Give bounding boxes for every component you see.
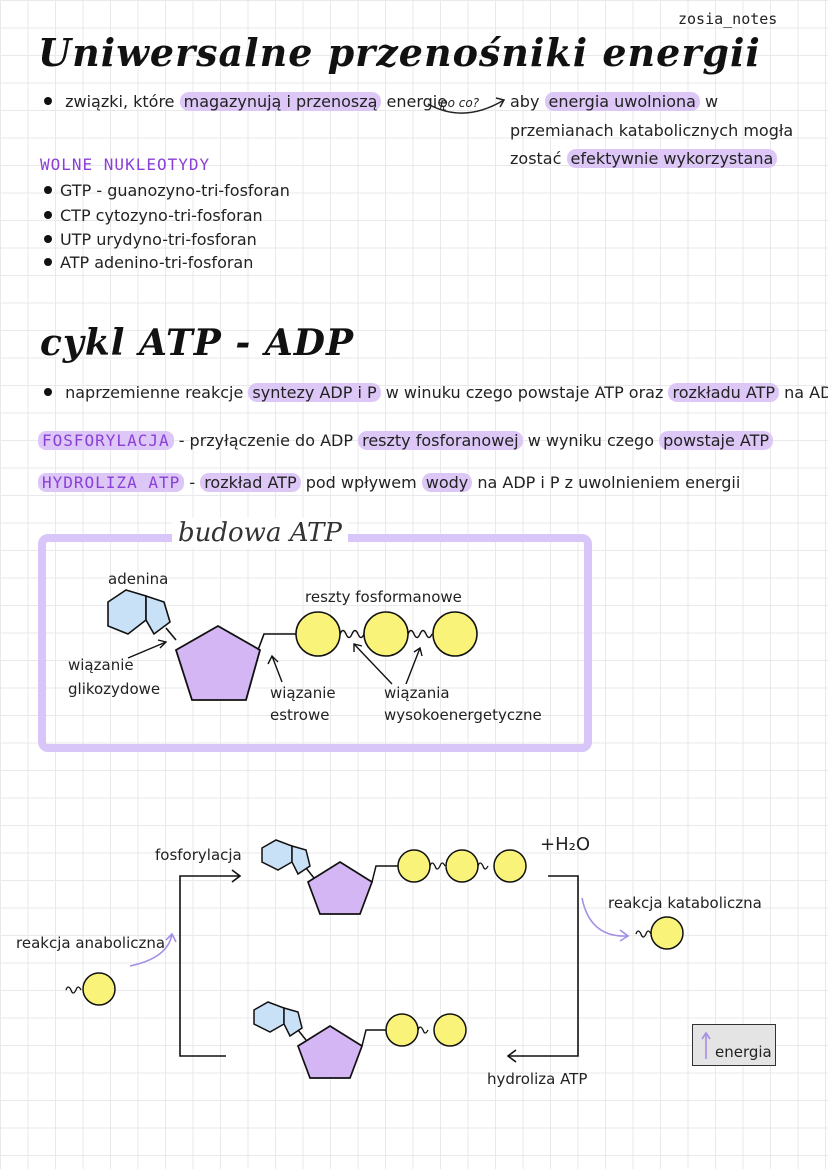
hydroliza-term: HYDROLIZA ATP xyxy=(38,473,185,492)
cycle-text-1: naprzemienne reakcje xyxy=(65,383,244,402)
estrowe-label-1: wiązanie xyxy=(270,684,336,702)
cycle-adp-ribose xyxy=(296,1024,364,1079)
wysoko-label-2: wysokoenergetyczne xyxy=(384,706,542,724)
fosforylacja-text-1: - przyłączenie do ADP xyxy=(178,431,353,450)
intro-right-line-1: aby energia uwolniona w xyxy=(510,92,718,111)
fosforylacja-term: FOSFORYLACJA xyxy=(38,431,174,450)
katabolic-phosphate xyxy=(650,916,684,950)
nucleotide-item: UTP urydyno-tri-fosforan xyxy=(44,230,257,249)
hydroliza-text-1: pod wpływem xyxy=(305,473,417,492)
cycle-fosforylacja-label: fosforylacja xyxy=(155,846,242,864)
intro-right-post-1: w xyxy=(705,92,719,111)
adenina-label: adenina xyxy=(108,570,169,588)
cycle-atp-adenine xyxy=(261,839,293,871)
cycle-atp-adenine-ring xyxy=(291,845,311,876)
cycle-highlight-2: rozkładu ATP xyxy=(668,383,780,402)
intro-highlight: magazynują i przenoszą xyxy=(179,92,382,111)
po-co-note: po co? xyxy=(440,96,480,110)
cycle-text-2: w winuku czego powstaje ATP oraz xyxy=(385,383,664,402)
cycle-text-3: na ADP i P xyxy=(784,383,828,402)
atp-structure-title: budowa ATP xyxy=(172,518,348,548)
intro-right-pre: aby xyxy=(510,92,540,111)
po-co-arrow-icon xyxy=(427,97,506,114)
cycle-bullet: naprzemienne reakcje syntezy ADP i P w w… xyxy=(44,383,828,402)
cycle-adp-phosphate-1 xyxy=(385,1013,419,1047)
fosforylacja-definition: FOSFORYLACJA - przyłączenie do ADP reszt… xyxy=(38,431,774,450)
intro-right-line-3: zostać efektywnie wykorzystana xyxy=(510,149,778,168)
katabolic-label: reakcja kataboliczna xyxy=(608,894,762,912)
intro-right-pre-3: zostać xyxy=(510,149,562,168)
anabolic-phosphate xyxy=(82,972,116,1006)
nucleotide-item: ATP adenino-tri-fosforan xyxy=(44,253,253,272)
hydroliza-text-2: na ADP i P z uwolnieniem energii xyxy=(477,473,741,492)
cycle-atp-ribose xyxy=(306,860,374,915)
hydroliza-highlight-2: wody xyxy=(421,473,473,492)
intro-right-highlight-1: energia uwolniona xyxy=(544,92,700,111)
cycle-atp-phosphate-2 xyxy=(445,849,479,883)
glikozydowe-label-2: glikozydowe xyxy=(68,680,161,698)
cycle-atp-phosphate-1 xyxy=(397,849,431,883)
energy-arrow-icon xyxy=(701,1031,711,1059)
estrowe-label-2: estrowe xyxy=(270,706,330,724)
hydroliza-highlight-1: rozkład ATP xyxy=(200,473,301,492)
glikozydowe-label-1: wiązanie xyxy=(68,656,134,674)
nucleotide-item: CTP cytozyno-tri-fosforan xyxy=(44,206,263,225)
energy-legend-label: energia xyxy=(715,1043,772,1061)
fosforylacja-highlight-2: powstaje ATP xyxy=(659,431,774,450)
fosforylacja-highlight-1: reszty fosforanowej xyxy=(358,431,523,450)
reszty-label: reszty fosformanowe xyxy=(305,588,462,606)
cycle-adp-phosphate-2 xyxy=(433,1013,467,1047)
water-label: +H₂O xyxy=(540,834,591,855)
fosforylacja-text-2: w wyniku czego xyxy=(527,431,654,450)
intro-right-highlight-3: efektywnie wykorzystana xyxy=(566,149,778,168)
hydroliza-dash: - xyxy=(189,473,196,492)
cycle-highlight-1: syntezy ADP i P xyxy=(248,383,381,402)
cycle-adp-adenine-ring xyxy=(283,1007,303,1038)
nucleotides-heading: WOLNE NUKLEOTYDY xyxy=(40,155,211,174)
anabolic-label: reakcja anaboliczna xyxy=(16,934,166,952)
hydroliza-definition: HYDROLIZA ATP - rozkład ATP pod wpływem … xyxy=(38,473,740,492)
ribose-pentagon xyxy=(174,624,262,701)
intro-text-pre: związki, które xyxy=(65,92,175,111)
wysoko-label-1: wiązania xyxy=(384,684,450,702)
cycle-adp-adenine xyxy=(253,1001,285,1033)
page-title: Uniwersalne przenośniki energii xyxy=(38,30,761,75)
cycle-title: cykl ATP - ADP xyxy=(40,322,355,364)
cycle-atp-phosphate-3 xyxy=(493,849,527,883)
intro-right-line-2: przemianach katabolicznych mogła xyxy=(510,121,794,140)
nucleotide-item: GTP - guanozyno-tri-fosforan xyxy=(44,181,290,200)
cycle-hydroliza-label: hydroliza ATP xyxy=(487,1070,588,1088)
adenine-pentagon xyxy=(145,594,171,636)
phosphate-3 xyxy=(432,611,478,657)
energy-legend-box: energia xyxy=(692,1024,776,1066)
author-tag: zosia_notes xyxy=(678,10,778,28)
